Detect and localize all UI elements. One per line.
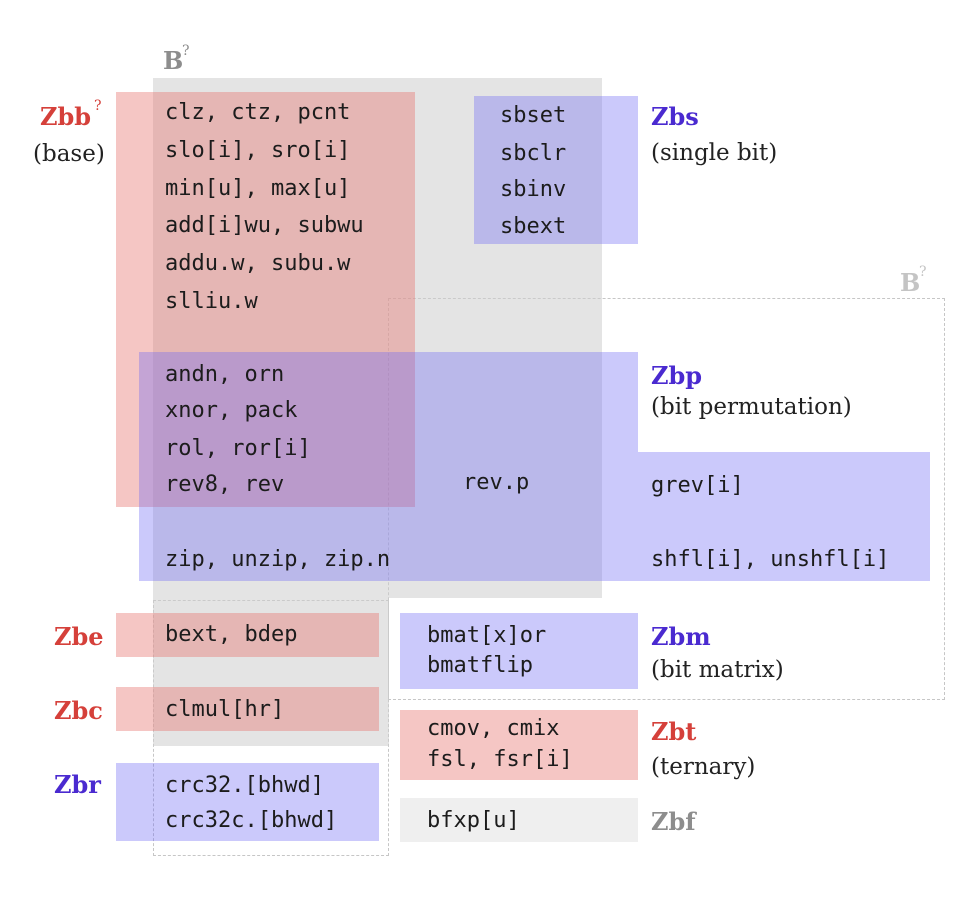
zbs-line: sbset — [500, 103, 567, 128]
zbb-line: clz, ctz, pcnt — [165, 100, 351, 125]
zbb-line: add[i]wu, subwu — [165, 213, 364, 238]
zbp-zip: zip, unzip, zip.n — [165, 547, 391, 572]
zbf-line: bfxp[u] — [427, 808, 520, 833]
zbc-label: Zbc — [54, 696, 103, 725]
zbm-line: bmat[x]or — [427, 623, 547, 648]
zbs-label: Zbs — [651, 102, 699, 131]
zbp-region-bottom — [139, 452, 930, 581]
zbb-label: Zbb — [40, 102, 92, 131]
zbr-line: crc32.[bhwd] — [165, 773, 324, 798]
zbb-region — [116, 92, 415, 507]
zbp-shared-line: rol, ror[i] — [165, 436, 311, 461]
zbm-line: bmatflip — [427, 653, 533, 678]
zbt-line: fsl, fsr[i] — [427, 747, 573, 772]
zbp-shared-line: rev8, rev — [165, 472, 285, 497]
zbm-desc: (bit matrix) — [651, 657, 784, 683]
zbe-region — [116, 613, 379, 657]
zbb-line: slo[i], sro[i] — [165, 138, 351, 163]
zbf-region — [400, 798, 638, 842]
zbp-region-top — [139, 352, 638, 452]
zbs-region — [474, 96, 638, 244]
b-secondary-label: B — [900, 268, 921, 297]
zbp-shfl: shfl[i], unshfl[i] — [651, 547, 890, 572]
b-main-label: B — [163, 46, 184, 75]
b-region-lower — [153, 598, 389, 746]
zbs-line: sbinv — [500, 177, 567, 202]
b-main-sup: ? — [182, 43, 190, 59]
zbc-line: clmul[hr] — [165, 697, 285, 722]
b-region — [153, 78, 602, 598]
zbb-sup: ? — [94, 98, 102, 114]
b-secondary-sup: ? — [919, 264, 927, 280]
zbr-line: crc32c.[bhwd] — [165, 808, 338, 833]
zbp-shared-line: andn, orn — [165, 362, 285, 387]
zbb-line: min[u], max[u] — [165, 176, 351, 201]
zbt-region — [400, 710, 638, 780]
zbt-label: Zbt — [651, 717, 697, 746]
zbb-line: addu.w, subu.w — [165, 251, 351, 276]
zbp-grev: grev[i] — [651, 473, 744, 498]
zbe-label: Zbe — [54, 622, 104, 651]
zbs-desc: (single bit) — [651, 140, 778, 166]
zbb-desc: (base) — [33, 141, 105, 167]
zbf-label: Zbf — [651, 807, 696, 836]
zbt-desc: (ternary) — [651, 754, 756, 780]
zbt-line: cmov, cmix — [427, 716, 560, 741]
zbm-region — [400, 613, 638, 689]
zbr-region — [116, 763, 379, 841]
zbe-line: bext, bdep — [165, 622, 298, 647]
zbs-line: sbclr — [500, 141, 567, 166]
zbr-label: Zbr — [54, 770, 101, 799]
zbp-shared-line: xnor, pack — [165, 398, 298, 423]
zbb-line: slliu.w — [165, 289, 258, 314]
zbp-label: Zbp — [651, 361, 703, 390]
zbs-line: sbext — [500, 214, 567, 239]
zbm-label: Zbm — [651, 622, 711, 651]
zbc-region — [116, 687, 379, 731]
zbp-desc: (bit permutation) — [651, 394, 852, 420]
zbp-rev-p: rev.p — [463, 470, 530, 495]
